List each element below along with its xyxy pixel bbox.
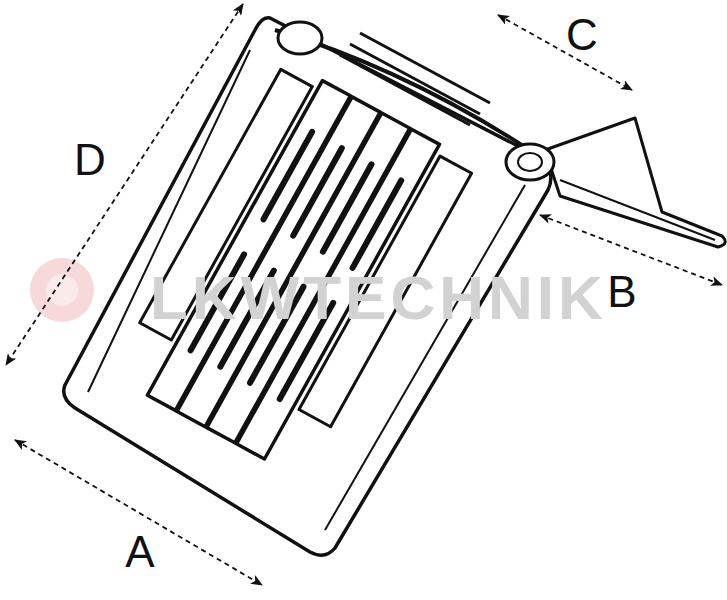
back-plate [545,118,725,247]
hinge-roll [518,153,542,171]
watermark: LKWTECHNIK [150,267,607,329]
dimension-label: C [566,13,598,57]
dimension-label: A [125,530,154,574]
rib-slits [191,132,402,399]
dimension-label: D [74,138,106,182]
dimension-lines [6,4,722,585]
hinge-roll [506,144,554,180]
hinge-roll [278,22,322,54]
dimension-label: B [607,270,636,314]
logo-inner [46,274,78,306]
